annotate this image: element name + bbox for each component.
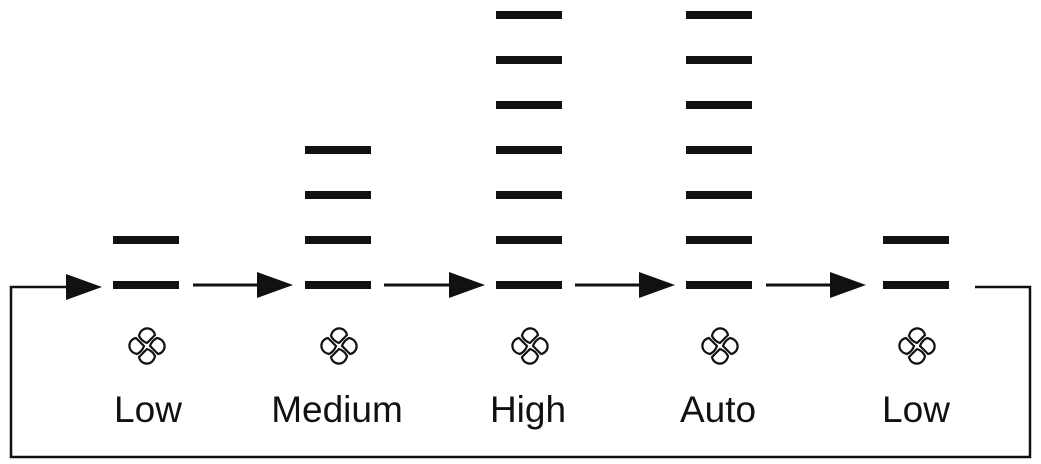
- mode-label-high: High: [489, 389, 567, 430]
- transition-arrowhead-1: [257, 272, 293, 298]
- fan-icon: [128, 327, 166, 365]
- fan-icon: [511, 327, 549, 365]
- fan-icon: [898, 327, 936, 365]
- transition-arrowhead-4: [830, 272, 866, 298]
- fan-icon: [701, 327, 739, 365]
- mode-label-low: Low: [114, 389, 182, 430]
- fan-icon: [320, 327, 358, 365]
- mode-label-low-repeat: Low: [882, 389, 950, 430]
- return-loop-line: [9, 285, 1032, 459]
- mode-label-medium: Medium: [271, 389, 403, 430]
- return-loop-arrowhead: [66, 274, 102, 300]
- transition-arrows: [193, 272, 866, 298]
- transition-arrowhead-3: [639, 272, 675, 298]
- cycle-loop: [9, 274, 1032, 459]
- speed-bars: [113, 11, 949, 289]
- fan-icons: [128, 327, 936, 365]
- mode-label-auto: Auto: [679, 389, 757, 430]
- transition-arrowhead-2: [449, 272, 485, 298]
